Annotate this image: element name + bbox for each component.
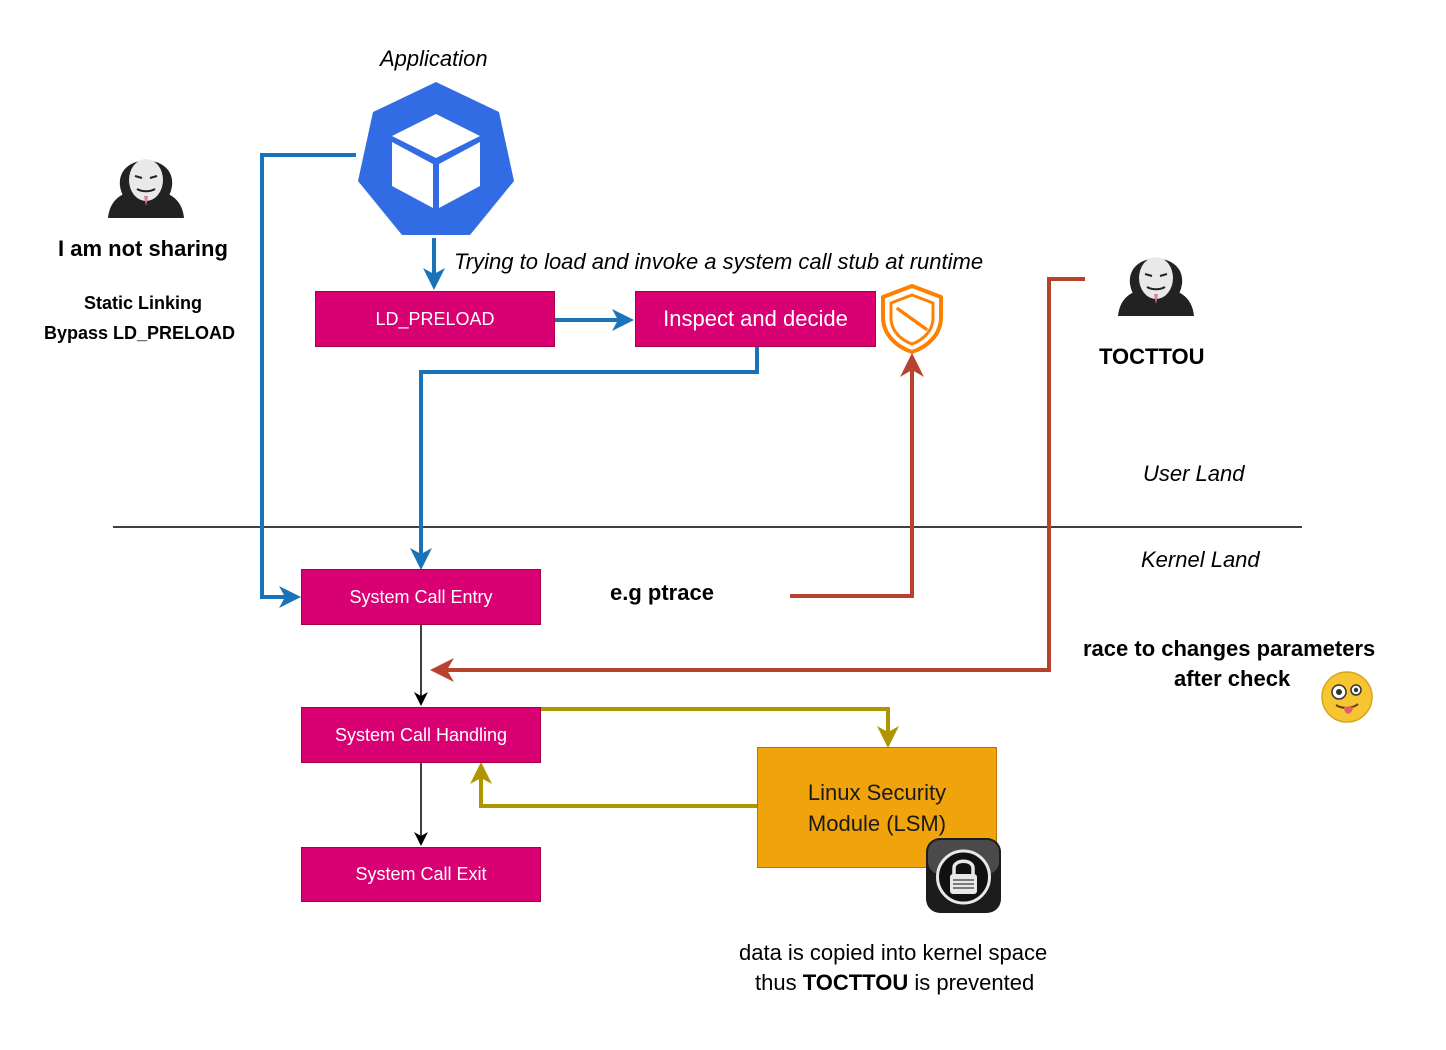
shield-icon [881, 284, 943, 354]
runtime-annotation: Trying to load and invoke a system call … [454, 249, 984, 274]
ld-preload-box: LD_PRELOAD [315, 291, 555, 347]
note-line1: data is copied into kernel space [739, 940, 1048, 965]
note-line2-bold: TOCTTOU [802, 970, 909, 995]
tocttou-race-arrow [430, 277, 1085, 682]
ptrace-to-shield-arrow [790, 353, 924, 598]
note-line2-prefix: thus [755, 970, 803, 995]
lsm-label-line2: Module (LSM) [807, 810, 947, 836]
lsm-to-handling-arrow [470, 762, 757, 808]
anonymous-hacker-icon [1118, 257, 1194, 316]
syscall-entry-box: System Call Entry [301, 569, 541, 625]
lsm-label-line1: Linux Security [807, 779, 947, 805]
kernel-land-label: Kernel Land [1141, 547, 1260, 572]
ld-preload-label: LD_PRELOAD [375, 308, 495, 329]
anonymous-hacker-icon [108, 159, 184, 218]
ptrace-label: e.g ptrace [610, 580, 714, 605]
left-attacker-line2: Bypass LD_PRELOAD [44, 323, 236, 343]
syscall-handling-box: System Call Handling [301, 707, 541, 763]
padlock-icon [926, 838, 1001, 913]
syscall-exit-label: System Call Exit [355, 864, 487, 884]
user-land-label: User Land [1143, 461, 1245, 486]
application-label: Application [380, 46, 488, 71]
inspect-decide-box: Inspect and decide [635, 291, 876, 347]
race-line1: race to changes parameters [1083, 636, 1376, 661]
right-attacker-title: TOCTTOU [1099, 344, 1205, 369]
syscall-exit-box: System Call Exit [301, 847, 541, 902]
left-attacker-title: I am not sharing [58, 236, 228, 261]
syscall-handling-label: System Call Handling [334, 724, 508, 745]
syscall-entry-label: System Call Entry [349, 586, 493, 607]
handling-to-lsm-arrow [541, 707, 899, 748]
inspect-to-entry-arrow [410, 346, 759, 570]
note-line2-suffix: is prevented [908, 970, 1035, 995]
inspect-decide-label: Inspect and decide [663, 306, 848, 331]
kubernetes-pod-icon [358, 82, 514, 235]
race-line2: after check [1174, 666, 1291, 691]
note-line2: thus TOCTTOU is prevented [755, 970, 1034, 996]
bypass-arrow [260, 153, 356, 608]
crazy-face-emoji-icon [1321, 671, 1373, 723]
left-attacker-line1: Static Linking [84, 293, 203, 313]
